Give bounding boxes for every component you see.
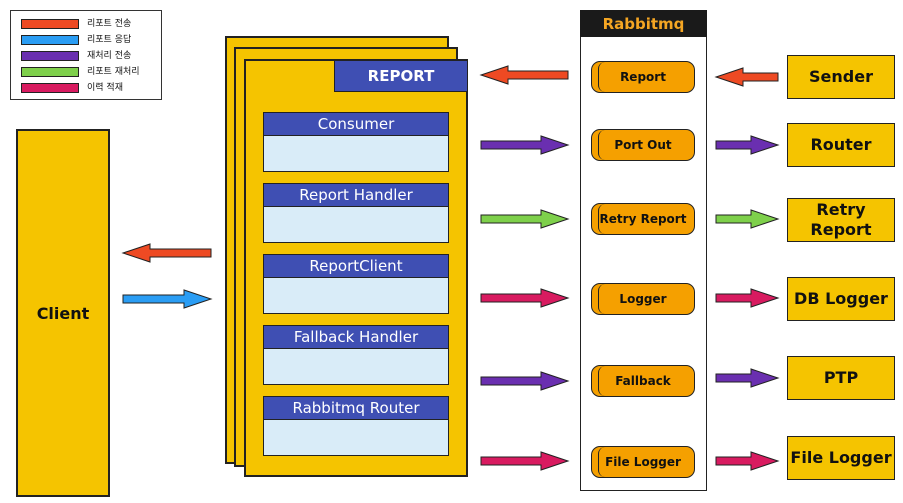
client-box: Client: [16, 129, 110, 497]
target-label: File Logger: [790, 448, 892, 467]
target-ptp: PTP: [787, 356, 895, 400]
component-fallback-handler: Fallback Handler: [263, 325, 449, 385]
component-rabbitmq-router: Rabbitmq Router: [263, 396, 449, 456]
arrow-report-to-file-logger: [480, 451, 570, 471]
component-report-handler: Report Handler: [263, 183, 449, 243]
report-title: REPORT: [334, 60, 468, 92]
legend: 리포트 전송 리포트 응답 재처리 전송 리포트 재처리 이력 적재: [10, 10, 162, 100]
component-title: Rabbitmq Router: [264, 397, 448, 420]
target-sender: Sender: [787, 55, 895, 99]
legend-swatch-report-response: [21, 35, 79, 45]
target-label: PTP: [823, 368, 859, 387]
arrow-sender-to-queue-report: [714, 67, 779, 87]
queue-logger: Logger: [591, 283, 695, 315]
arrow-report-to-fallback: [480, 371, 570, 391]
target-label: Router: [810, 135, 872, 154]
queue-label: Report: [620, 70, 666, 84]
arrow-logger-to-db-logger: [715, 288, 780, 308]
queue-label: File Logger: [605, 455, 681, 469]
queue-label: Port Out: [614, 138, 672, 152]
arrow-client-to-report: [122, 289, 213, 309]
legend-label: 리포트 재처리: [87, 67, 140, 77]
arrow-fallback-to-ptp: [715, 368, 780, 388]
rabbitmq-title: Rabbitmq: [580, 10, 707, 37]
legend-item: 리포트 재처리: [11, 65, 163, 79]
target-router: Router: [787, 123, 895, 167]
component-title: ReportClient: [264, 255, 448, 278]
arrow-port-out-to-router: [715, 135, 780, 155]
legend-swatch-history-load: [21, 83, 79, 93]
component-title: Consumer: [264, 113, 448, 136]
queue-label: Retry Report: [599, 212, 687, 226]
legend-item: 리포트 응답: [11, 33, 163, 47]
legend-item: 이력 적재: [11, 81, 163, 95]
queue-report: Report: [591, 61, 695, 93]
queue-file-logger: File Logger: [591, 446, 695, 478]
component-title: Fallback Handler: [264, 326, 448, 349]
arrow-report-to-retry-report: [480, 209, 570, 229]
queue-port-out: Port Out: [591, 129, 695, 161]
legend-label: 재처리 전송: [87, 51, 132, 61]
legend-item: 재처리 전송: [11, 49, 163, 63]
legend-swatch-retry-send: [21, 51, 79, 61]
component-report-client: ReportClient: [263, 254, 449, 314]
arrow-retry-queue-to-retry-report: [715, 209, 780, 229]
target-file-logger: File Logger: [787, 436, 895, 480]
target-label: Sender: [809, 67, 873, 86]
arrow-report-to-port-out: [480, 135, 570, 155]
legend-swatch-report-send: [21, 19, 79, 29]
queue-label: Fallback: [615, 374, 671, 388]
component-consumer: Consumer: [263, 112, 449, 172]
target-retry-report: Retry Report: [787, 198, 895, 242]
queue-retry-report: Retry Report: [591, 203, 695, 235]
component-title: Report Handler: [264, 184, 448, 207]
queue-label: Logger: [619, 292, 667, 306]
legend-swatch-report-retry: [21, 67, 79, 77]
legend-label: 리포트 전송: [87, 19, 132, 29]
legend-label: 이력 적재: [87, 83, 123, 93]
queue-fallback: Fallback: [591, 365, 695, 397]
legend-item: 리포트 전송: [11, 17, 163, 31]
client-label: Client: [36, 303, 90, 323]
target-label: Retry Report: [810, 200, 872, 239]
target-label: DB Logger: [794, 289, 888, 308]
target-db-logger: DB Logger: [787, 277, 895, 321]
legend-label: 리포트 응답: [87, 35, 132, 45]
arrow-queue-report-to-report: [479, 65, 569, 85]
arrow-file-queue-to-file-logger: [715, 451, 780, 471]
arrow-report-to-client: [121, 243, 212, 263]
arrow-report-to-logger: [480, 288, 570, 308]
